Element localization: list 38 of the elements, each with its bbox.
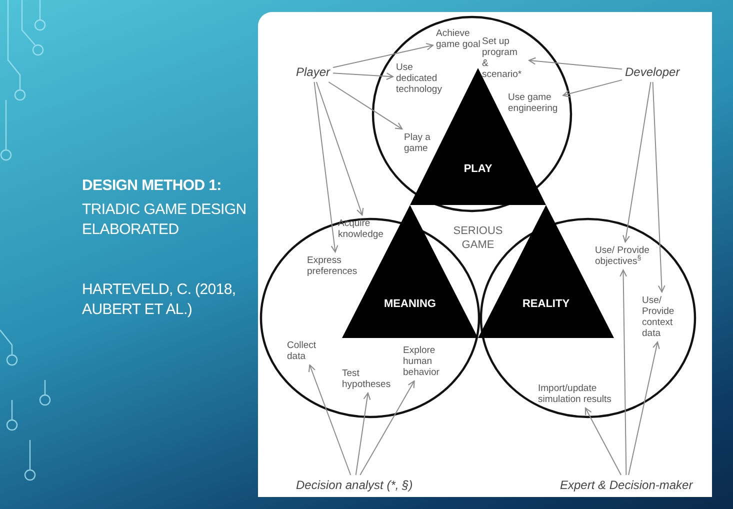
triangle-label: PLAY [464,163,492,175]
arrow [620,269,628,476]
activity-label: Express preferences [307,255,367,277]
triangle-label: MEANING [384,298,436,310]
arrow [316,82,364,216]
arrow [622,82,652,243]
activity-label: Explore human behavior [403,345,448,378]
arrow [562,79,622,98]
activity-label: Set up program & scenario* [482,36,526,80]
activity-label: Use game engineering [508,92,560,114]
arrow [328,82,403,130]
slide-subtitle: TRIADIC GAME DESIGN ELABORATED [82,200,248,240]
arrow [628,341,660,476]
activity-label: Collect data [287,340,322,362]
actor-label: Expert & Decision-maker [560,478,693,492]
activity-label: Import/update simulation results [538,383,618,405]
arrow [584,407,622,476]
arrow [332,43,434,68]
arrow [332,72,394,80]
actor-label: Decision analyst (*, §) [296,478,413,492]
arrow [355,392,371,476]
arrow [308,364,352,476]
citation-text: HARTEVELD, C. (2018, AUBERT ET AL.) [82,280,237,320]
activity-label: Play a game [404,132,444,154]
activity-label: Test hypotheses [342,368,398,390]
actor-label: Player [296,65,330,79]
arrow [314,82,338,253]
activity-label: Use/ Provide context data [642,295,684,339]
triangle-label: REALITY [522,298,570,310]
arrow [528,57,622,70]
activity-label: Acquire knowledge [338,218,396,240]
arrow [360,380,415,476]
activity-label: Use dedicated technology [396,62,454,95]
arrow [652,82,666,293]
actor-label: Developer [625,65,680,79]
slide-title: DESIGN METHOD 1: [82,176,222,196]
activity-label: Use/ Provide objectives$^{§}$ [595,245,651,267]
center-label: SERIOUS GAME [452,224,504,252]
